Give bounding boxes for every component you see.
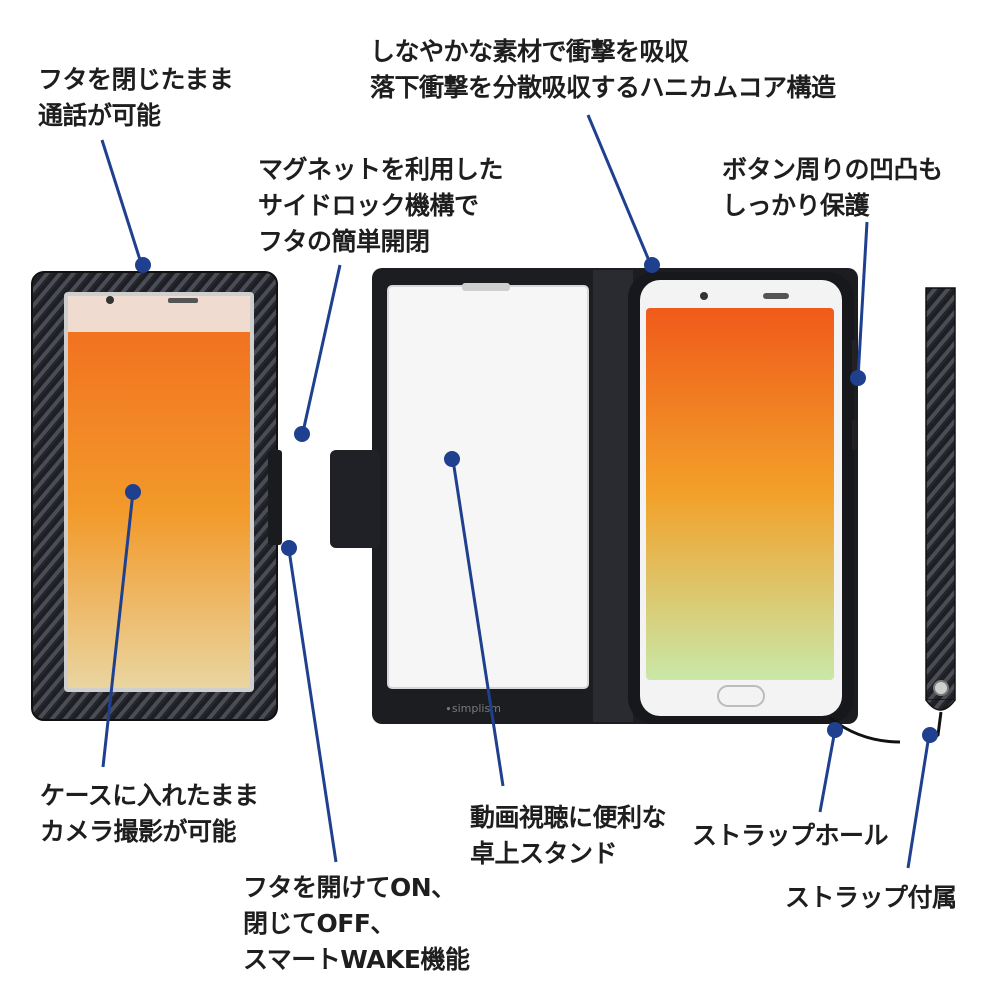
label-strap-included: ストラップ付属	[785, 883, 957, 912]
label-stand: 動画視聴に便利な 卓上スタンド	[470, 803, 667, 868]
callout-dots	[125, 257, 938, 743]
dot-call	[135, 257, 151, 273]
label-button-protect: ボタン周りの凹凸も しっかり保護	[722, 155, 943, 220]
dot-camera	[125, 484, 141, 500]
case-brand-mark: ∙simplism	[445, 702, 501, 715]
closed-case	[31, 271, 282, 721]
dot-absorb	[644, 257, 660, 273]
strap	[925, 287, 956, 742]
dot-strap	[922, 727, 938, 743]
dot-button	[850, 370, 866, 386]
dot-strap-hole	[827, 722, 843, 738]
label-absorb: しなやかな素材で衝撃を吸収 落下衝撃を分散吸収するハニカムコア構造	[370, 37, 836, 102]
dot-wake	[281, 540, 297, 556]
label-strap-hole: ストラップホール	[692, 821, 889, 850]
label-call-with-lid: フタを閉じたまま 通話が可能	[38, 65, 234, 130]
dot-magnet	[294, 426, 310, 442]
smartphone	[628, 272, 901, 744]
label-smart-wake: フタを開けてON、 閉じてOFF、 スマートWAKE機能	[243, 873, 470, 974]
label-magnet-lock: マグネットを利用した サイドロック機構で フタの簡単開閉	[258, 155, 504, 256]
leader-lines	[100, 114, 931, 869]
label-camera: ケースに入れたまま カメラ撮影が可能	[40, 781, 259, 846]
dot-stand	[444, 451, 460, 467]
